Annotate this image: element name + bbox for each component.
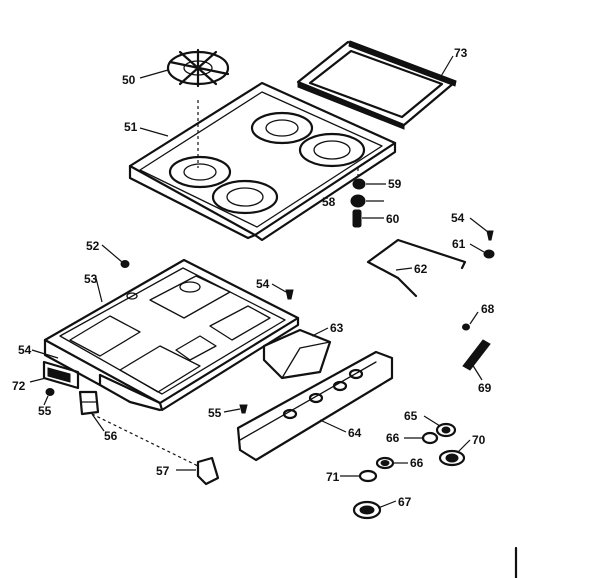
part-61-clip <box>483 249 495 259</box>
callout-57: 57 <box>156 464 170 478</box>
callout-55-lower: 55 <box>208 406 222 420</box>
part-54-screw-right <box>486 230 494 241</box>
callout-59: 59 <box>388 177 402 191</box>
part-60-screw <box>352 168 362 228</box>
callout-67: 67 <box>398 495 412 509</box>
callout-51: 51 <box>124 120 138 134</box>
part-73-cooktop-cover <box>296 40 457 130</box>
part-66-knob-skirt-upper <box>421 431 439 445</box>
callout-60: 60 <box>386 212 400 226</box>
part-64-control-panel <box>236 350 394 462</box>
part-71-knob <box>358 469 378 483</box>
callout-64: 64 <box>348 426 362 440</box>
part-59-washer <box>352 178 366 190</box>
part-50-burner-grate <box>166 48 230 88</box>
part-58-spacer <box>350 194 366 208</box>
callout-58: 58 <box>322 195 336 209</box>
callout-50: 50 <box>122 73 136 87</box>
callout-62: 62 <box>414 262 428 276</box>
part-53-burner-box <box>43 258 300 412</box>
part-54-screw-mid <box>285 289 294 300</box>
callout-66-lower: 66 <box>410 456 424 470</box>
part-52-screw <box>120 260 130 268</box>
callout-55-left: 55 <box>38 404 52 418</box>
part-65-knob <box>435 422 457 438</box>
callout-65: 65 <box>404 409 418 423</box>
part-57-orifice-cap <box>91 413 220 486</box>
callout-56: 56 <box>104 429 118 443</box>
part-62-wire-rod <box>366 238 467 298</box>
part-55-screw-left <box>45 388 55 396</box>
callout-71: 71 <box>326 470 340 484</box>
part-67-knob <box>352 500 382 520</box>
callout-66-upper: 66 <box>386 431 400 445</box>
callout-labels: 50 73 51 59 58 60 54 61 62 52 53 54 63 5… <box>12 46 495 509</box>
callout-63: 63 <box>330 321 344 335</box>
part-72-control-bracket <box>42 360 80 390</box>
callout-52: 52 <box>86 239 100 253</box>
part-69-label-strip <box>462 339 491 371</box>
callout-73: 73 <box>454 46 468 60</box>
part-55-screw-lower <box>239 404 248 414</box>
callout-70: 70 <box>472 433 486 447</box>
callout-54-left: 54 <box>18 343 32 357</box>
callout-68: 68 <box>481 302 495 316</box>
callout-53: 53 <box>84 272 98 286</box>
callout-72: 72 <box>12 379 26 393</box>
part-66-knob-skirt-lower <box>375 456 395 470</box>
callout-61: 61 <box>452 237 466 251</box>
part-70-knob <box>438 449 466 467</box>
callout-54-mid: 54 <box>256 277 270 291</box>
leader-lines <box>29 55 489 509</box>
part-51-cooktop <box>128 81 397 242</box>
callout-54-top: 54 <box>451 211 465 225</box>
part-68-screw <box>462 323 470 331</box>
part-63-bracket <box>262 328 332 380</box>
part-56-valve <box>78 390 100 416</box>
callout-69: 69 <box>478 381 492 395</box>
